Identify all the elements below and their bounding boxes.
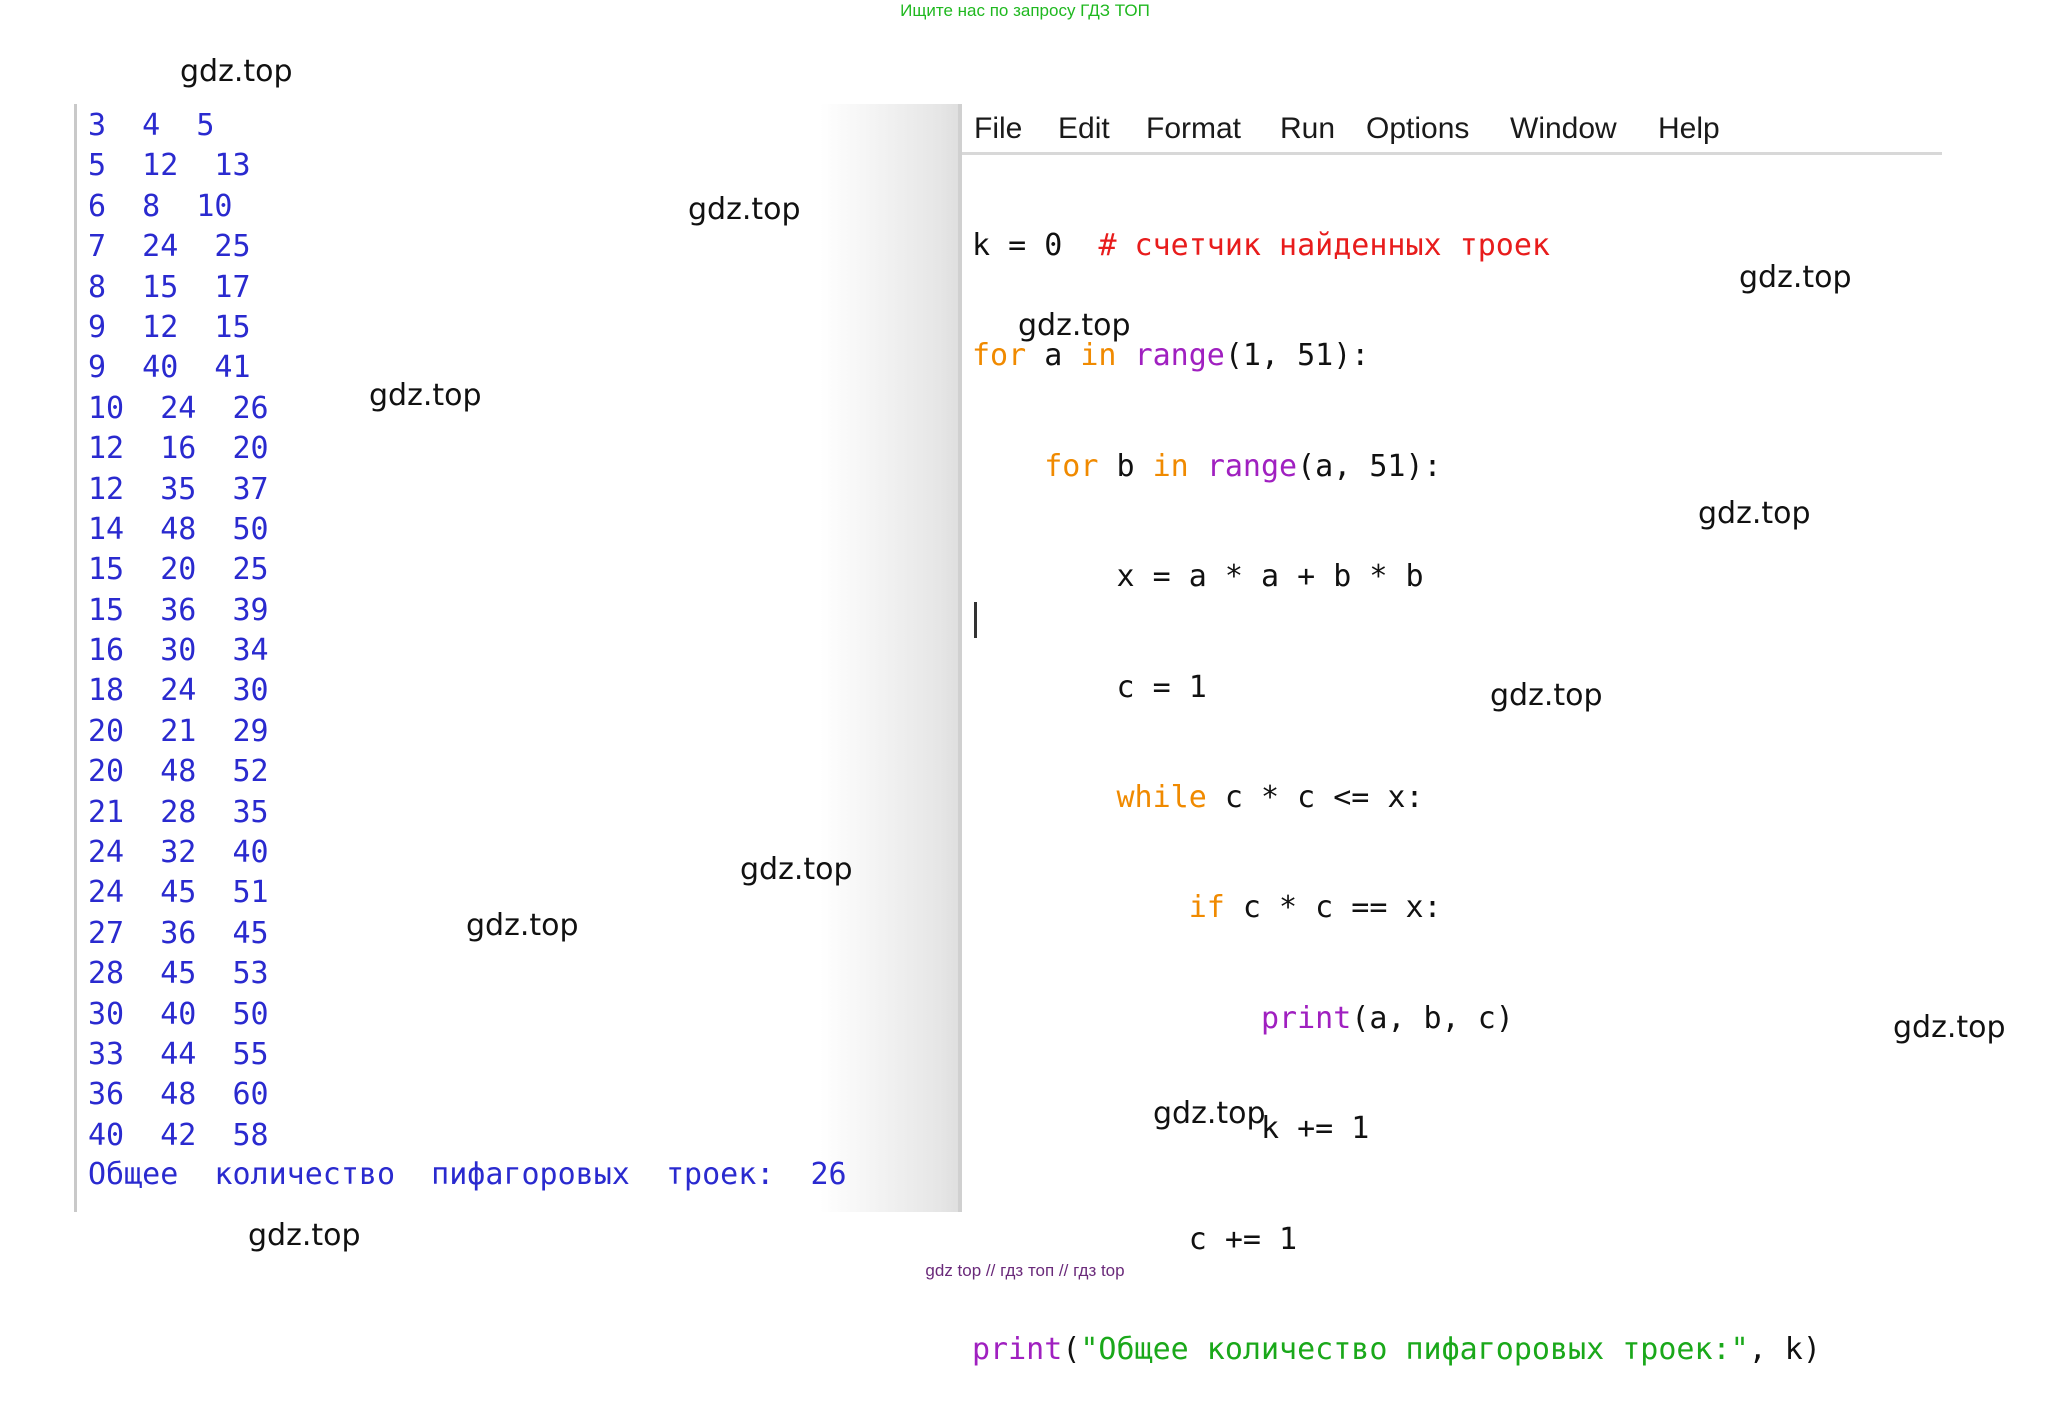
shell-panel-fade: [820, 104, 960, 1212]
code-indent: [972, 1001, 1261, 1036]
code-text: c * c <= x:: [1206, 779, 1424, 815]
code-indent: [972, 890, 1189, 925]
keyword-for: for: [1044, 448, 1099, 484]
code-line-2: for a in range(1, 51):: [972, 336, 1821, 376]
code-line-7: if c * c == x:: [972, 888, 1821, 928]
output-line: 30 40 50: [88, 996, 269, 1032]
code-line-6: while c * c <= x:: [972, 778, 1821, 818]
watermark: gdz.top: [180, 54, 293, 89]
code-line-1: k = 0 # счетчик найденных троек: [972, 226, 1821, 266]
watermark: gdz.top: [1490, 678, 1603, 713]
menu-options[interactable]: Options: [1366, 112, 1470, 145]
shell-output-panel: [74, 104, 964, 1212]
menu-bar: File Edit Format Run Options Window Help: [962, 104, 1942, 155]
output-line: 21 28 35: [88, 794, 269, 830]
code-text: (1, 51):: [1224, 338, 1370, 374]
output-line: 20 48 52: [88, 754, 269, 790]
output-line: 24 32 40: [88, 835, 269, 871]
editor-window[interactable]: [962, 104, 1942, 1212]
keyword-while: while: [1116, 779, 1207, 815]
menu-format[interactable]: Format: [1146, 112, 1242, 145]
watermark: gdz.top: [1739, 260, 1852, 295]
top-banner: Ищите нас по запросу ГДЗ ТОП: [900, 1, 1150, 20]
output-total-line: Общее количество пифагоровых троек: 26: [88, 1157, 847, 1192]
builtin-range: range: [1134, 338, 1225, 374]
output-line: 10 24 26: [88, 390, 269, 426]
output-line: 14 48 50: [88, 511, 269, 547]
output-line: 5 12 13: [88, 148, 251, 184]
code-text: (: [1062, 1331, 1081, 1367]
watermark: gdz.top: [740, 852, 853, 887]
menu-window[interactable]: Window: [1510, 112, 1617, 145]
output-line: 12 35 37: [88, 471, 269, 507]
watermark: gdz.top: [369, 378, 482, 413]
code-text: (a, 51):: [1297, 448, 1442, 484]
builtin-print: print: [972, 1331, 1063, 1367]
builtin-range: range: [1206, 448, 1298, 484]
output-line: 12 16 20: [88, 431, 269, 467]
code-comment: # счетчик найденных троек: [1098, 228, 1550, 263]
output-line: 9 12 15: [88, 309, 251, 345]
menu-run[interactable]: Run: [1280, 112, 1336, 145]
code-indent: [972, 780, 1117, 815]
keyword-in: in: [1152, 448, 1189, 484]
code-line-11: print("Общее количество пифагоровых трое…: [972, 1330, 1821, 1370]
menu-help[interactable]: Help: [1658, 112, 1720, 145]
output-line: 16 30 34: [88, 633, 269, 669]
output-line: 27 36 45: [88, 915, 269, 951]
watermark: gdz.top: [1698, 496, 1811, 531]
code-text: b: [1098, 448, 1153, 484]
shell-output-lines: 3 4 5 5 12 13 6 8 10 7 24 25 8 15 17 9 1…: [88, 106, 269, 1156]
output-line: 20 21 29: [88, 713, 269, 749]
code-line-9: k += 1: [972, 1111, 1370, 1147]
keyword-in: in: [1080, 338, 1117, 374]
output-line: 28 45 53: [88, 956, 269, 992]
output-line: 36 48 60: [88, 1077, 269, 1113]
output-line: 15 36 39: [88, 592, 269, 628]
code-indent: [972, 449, 1044, 484]
menu-file[interactable]: File: [974, 112, 1023, 145]
output-line: 9 40 41: [88, 350, 251, 386]
watermark: gdz.top: [688, 192, 801, 227]
output-line: 3 4 5: [88, 108, 215, 143]
keyword-for: for: [972, 338, 1027, 374]
code-line-10: c += 1: [972, 1221, 1298, 1257]
output-line: 8 15 17: [88, 269, 251, 305]
builtin-print: print: [1260, 1000, 1352, 1036]
code-line-3: for b in range(a, 51):: [972, 447, 1821, 487]
watermark: gdz.top: [1893, 1010, 2006, 1045]
code-text: a: [1026, 338, 1081, 374]
keyword-if: if: [1188, 890, 1225, 926]
watermark: gdz.top: [1153, 1096, 1266, 1131]
code-line-8: print(a, b, c): [972, 999, 1821, 1039]
code-text: , k): [1748, 1331, 1821, 1367]
code-string: "Общее количество пифагоровых троек:": [1080, 1331, 1749, 1367]
output-line: 40 42 58: [88, 1117, 269, 1153]
output-line: 33 44 55: [88, 1036, 269, 1072]
code-text: k = 0: [972, 228, 1099, 263]
output-line: 24 45 51: [88, 875, 269, 911]
shell-left-border: [74, 104, 77, 1212]
panel-divider: [958, 104, 962, 1212]
code-text: c * c == x:: [1224, 890, 1442, 926]
output-line: 18 24 30: [88, 673, 269, 709]
code-line-4: x = a * a + b * b: [972, 559, 1424, 595]
code-text: (a, b, c): [1351, 1000, 1514, 1036]
output-line: 15 20 25: [88, 552, 269, 588]
output-line: 6 8 10: [88, 188, 233, 224]
text-cursor: [974, 602, 977, 638]
code-line-5: c = 1: [972, 669, 1207, 705]
bottom-banner: gdz top // гдз топ // гдз top: [925, 1261, 1125, 1280]
output-line: 7 24 25: [88, 229, 251, 265]
watermark: gdz.top: [248, 1218, 361, 1253]
menu-edit[interactable]: Edit: [1058, 112, 1110, 145]
watermark: gdz.top: [1018, 308, 1131, 343]
watermark: gdz.top: [466, 908, 579, 943]
